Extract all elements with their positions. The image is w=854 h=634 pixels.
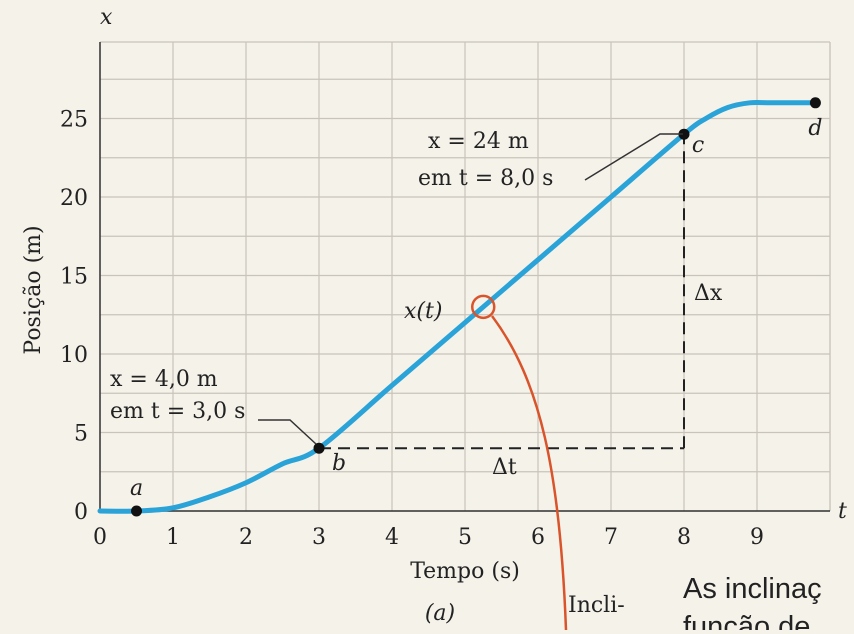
y-tick-label: 10 xyxy=(60,343,88,368)
x-tick-label: 1 xyxy=(166,525,180,550)
delta-x-label: Δx xyxy=(694,281,723,306)
x-tick-label: 4 xyxy=(385,525,399,550)
x-axis-title: Tempo (s) xyxy=(410,559,520,584)
x-tick-label: 0 xyxy=(93,525,107,550)
x-tick-label: 9 xyxy=(750,525,764,550)
point-label-b: b xyxy=(332,451,346,476)
point-label-c: c xyxy=(692,133,704,158)
curve-label: x(t) xyxy=(404,299,442,324)
x-tick-label: 3 xyxy=(312,525,326,550)
y-tick-label: 0 xyxy=(74,500,88,525)
y-tick-label: 15 xyxy=(60,265,88,290)
y-tick-label: 20 xyxy=(60,186,88,211)
point-b xyxy=(313,442,325,454)
side-text-line1: As inclinaç xyxy=(683,573,822,605)
x-tick-label: 2 xyxy=(239,525,253,550)
point-label-d: d xyxy=(808,116,822,141)
annotation-b-line1: x = 4,0 m xyxy=(110,367,218,392)
side-text-line2: função de xyxy=(683,611,810,630)
callout-curve xyxy=(490,315,568,631)
y-axis-title: Posição (m) xyxy=(21,225,46,354)
sub-label: (a) xyxy=(425,601,455,626)
point-label-a: a xyxy=(130,476,143,501)
x-tick-label: 6 xyxy=(531,525,545,550)
annotation-b-line2: em t = 3,0 s xyxy=(110,399,245,424)
point-a xyxy=(131,505,142,517)
y-axis-var: x xyxy=(100,5,113,30)
x-tick-label: 5 xyxy=(458,525,472,550)
tick-labels: 0 1 2 3 4 5 6 7 8 9 0 5 10 15 20 25 xyxy=(60,108,764,551)
y-tick-label: 5 xyxy=(74,422,88,447)
delta-t-label: Δt xyxy=(492,455,517,480)
series-line xyxy=(97,99,818,514)
delta-lines xyxy=(319,134,685,450)
highlight xyxy=(471,294,496,320)
x-tick-label: 8 xyxy=(677,525,691,550)
annotation-c-line2: em t = 8,0 s xyxy=(418,166,553,191)
x-axis-var: t xyxy=(838,499,847,524)
incl-text: Incli- xyxy=(568,593,625,618)
highlight-circle xyxy=(471,294,496,320)
annotation-c-line1: x = 24 m xyxy=(428,129,529,154)
data-points: a b c d xyxy=(130,97,822,517)
y-tick-label: 25 xyxy=(60,108,88,133)
point-d xyxy=(809,97,821,109)
series-line-x-t xyxy=(97,99,818,514)
leader-line-c xyxy=(584,133,683,181)
axes xyxy=(99,42,830,512)
leader-line-b xyxy=(258,419,317,445)
x-tick-label: 7 xyxy=(604,525,618,550)
point-c xyxy=(678,128,690,140)
